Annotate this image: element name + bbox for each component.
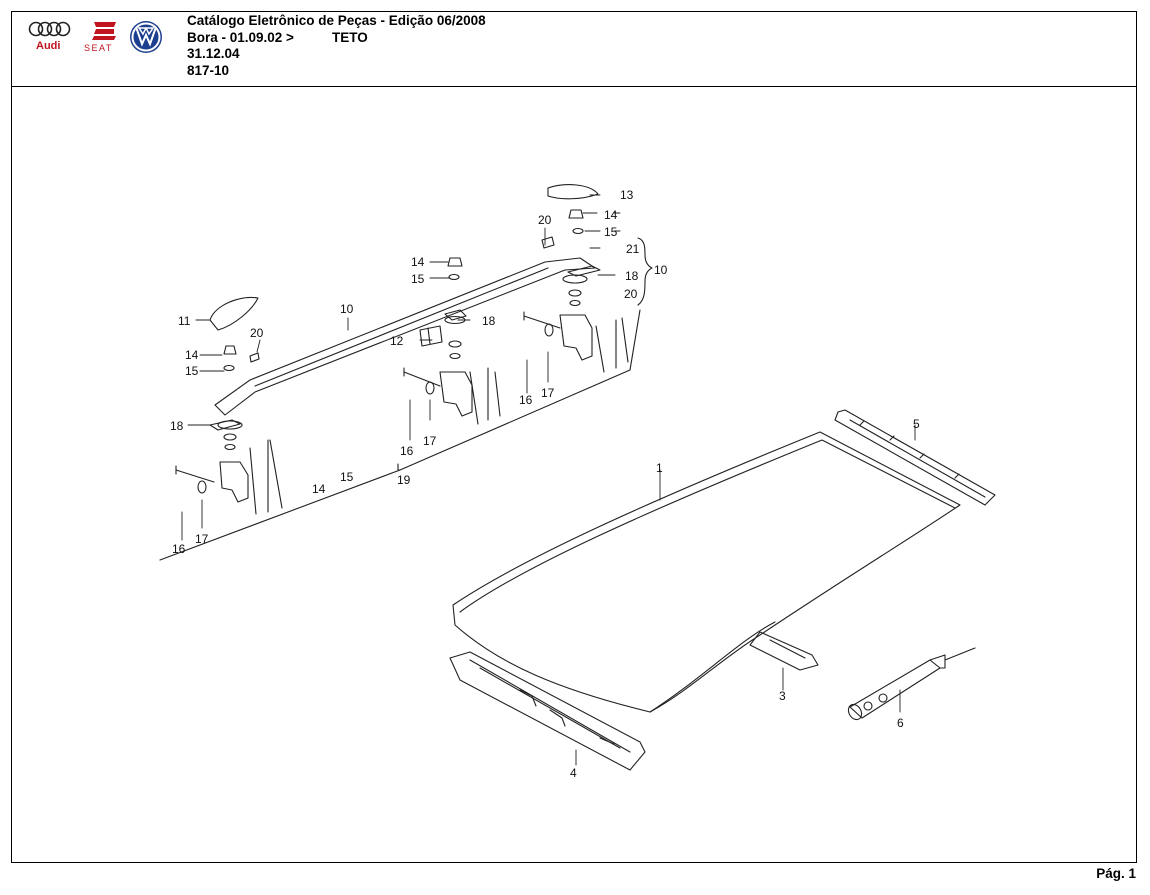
model-range: Bora - 01.09.02 > — [187, 29, 294, 45]
rear-frame — [749, 631, 819, 671]
leader-lines — [181, 194, 916, 766]
callout-10-group: 10 — [654, 263, 668, 277]
side-rail — [834, 409, 996, 506]
front-frame — [449, 651, 646, 771]
callout-12: 12 — [390, 334, 404, 348]
callout-17-front: 17 — [195, 532, 209, 546]
clip-12 — [419, 325, 443, 347]
end-date: 31.12.04 — [187, 46, 240, 61]
end-cap-front — [209, 296, 259, 331]
audi-wordmark: Audi — [36, 40, 60, 52]
callout-20-front: 20 — [250, 326, 264, 340]
group-brace — [637, 237, 653, 306]
catalog-title: Catálogo Eletrônico de Peças - Edição 06… — [187, 13, 486, 28]
callout-11: 11 — [178, 314, 191, 328]
callout-labels: 1 3 4 5 6 10 10 11 12 13 14 14 14 14 15 … — [170, 188, 920, 780]
callout-15-base: 15 — [340, 470, 354, 484]
callout-18-rear: 18 — [625, 269, 639, 283]
end-cap-rear — [547, 184, 599, 200]
callout-20-group: 20 — [624, 287, 638, 301]
page-frame — [11, 11, 1137, 863]
seat-wordmark: SEAT — [84, 43, 113, 53]
callout-14-front: 14 — [185, 348, 199, 362]
callout-18-front: 18 — [170, 419, 184, 433]
seat-s-icon — [92, 19, 118, 41]
clip-20-rear — [541, 236, 555, 249]
bracket-middle — [439, 371, 473, 417]
callout-13: 13 — [620, 188, 634, 202]
callout-20-rear: 20 — [538, 213, 552, 227]
bracket-front — [219, 461, 249, 503]
group-code: 817-10 — [187, 62, 230, 78]
sealant-tube — [849, 647, 976, 719]
section-name: TETO — [331, 29, 368, 45]
callout-14-rear: 14 — [604, 208, 618, 222]
callout-16-rear: 16 — [519, 393, 533, 407]
callout-15-front: 15 — [185, 364, 199, 378]
callout-18-mid: 18 — [482, 314, 496, 328]
bolts — [175, 311, 561, 494]
callout-6: 6 — [897, 716, 904, 730]
callout-21: 21 — [626, 242, 640, 256]
vw-logo-icon — [130, 21, 162, 53]
brand-logos: Audi SEAT — [28, 19, 162, 53]
page-number: Pág. 1 — [1096, 866, 1136, 881]
callout-17-mid: 17 — [423, 434, 437, 448]
catalog-header: Catálogo Eletrônico de Peças - Edição 06… — [187, 13, 486, 79]
header-divider — [11, 86, 1137, 87]
callout-16-mid: 16 — [400, 444, 414, 458]
callout-16-front: 16 — [172, 542, 186, 556]
callout-15-mid: 15 — [411, 272, 425, 286]
roof-rail — [214, 257, 596, 416]
clip-20-front — [249, 352, 260, 363]
callout-10-rail: 10 — [340, 302, 354, 316]
callout-3: 3 — [779, 689, 786, 703]
callout-14-mid: 14 — [411, 255, 425, 269]
callout-5: 5 — [913, 417, 920, 431]
callout-17-rear: 17 — [541, 386, 555, 400]
callout-15-rear: 15 — [604, 225, 618, 239]
roof-panel — [452, 431, 961, 713]
bracket-rear — [559, 314, 593, 361]
fastener-stacks — [217, 209, 588, 451]
pad-18 — [209, 265, 601, 431]
callout-4: 4 — [570, 766, 577, 780]
callout-19: 19 — [397, 473, 411, 487]
callout-14-base: 14 — [312, 482, 326, 496]
callout-1: 1 — [656, 461, 663, 475]
audi-rings-icon — [28, 21, 71, 37]
